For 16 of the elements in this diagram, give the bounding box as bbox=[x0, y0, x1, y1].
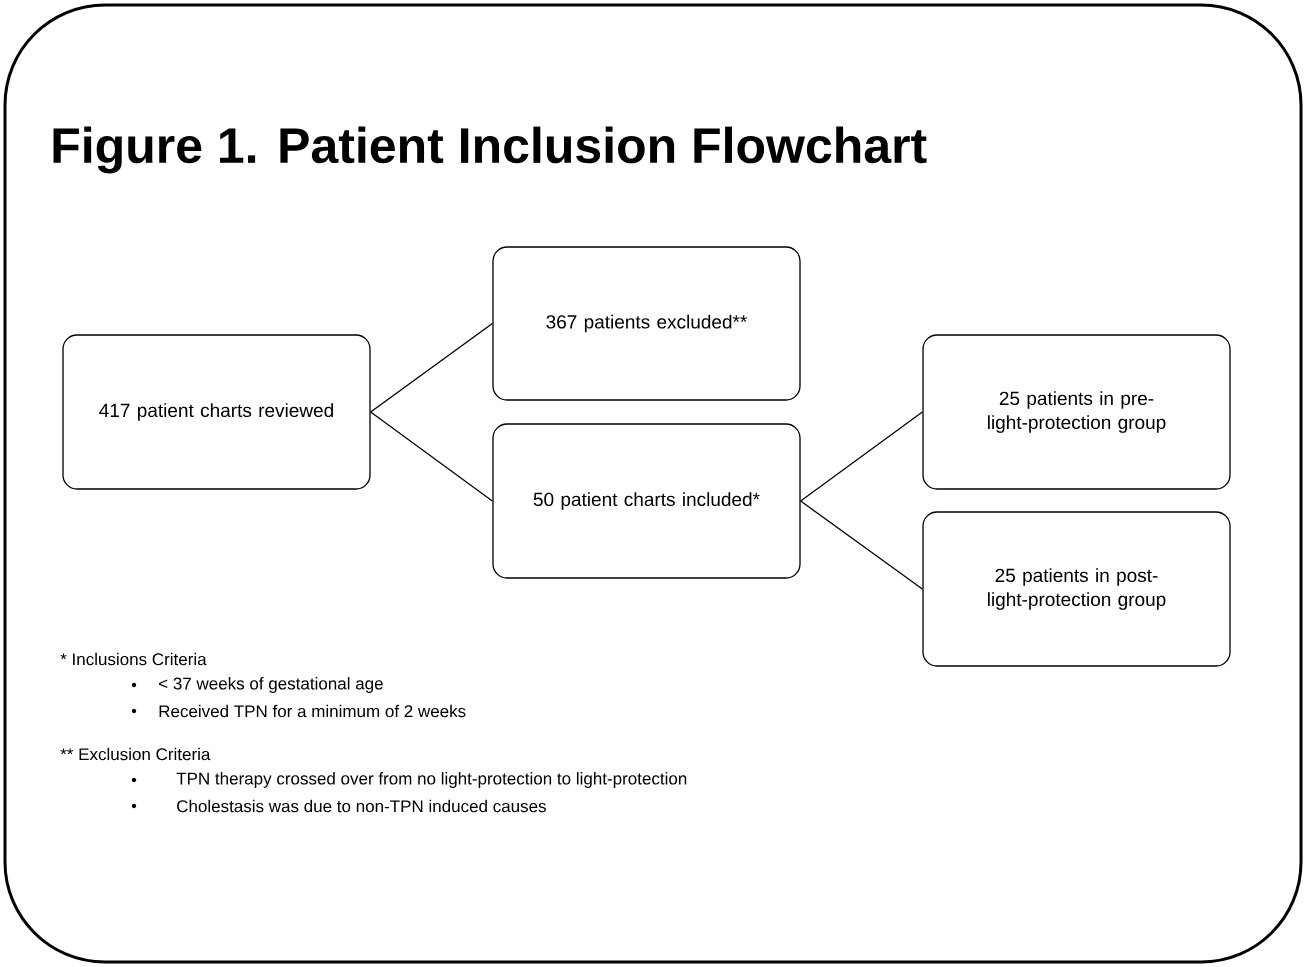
title: Figure 1. Patient Inclusion Flowchart bbox=[53, 126, 927, 174]
note-text: Received TPN for a minimum of 2 weeks bbox=[159, 704, 466, 718]
process-box: 25 patients in pre-light-protection group bbox=[922, 334, 1231, 490]
note-text: ** Exclusion Criteria bbox=[60, 747, 211, 761]
note-text: TPN therapy crossed over from no light-protection to light-protection bbox=[176, 772, 687, 788]
connector-line bbox=[800, 500, 923, 590]
process-box: 50 patient charts included* bbox=[492, 423, 801, 579]
process-box: 367 patients excluded** bbox=[492, 246, 801, 401]
process-box: 25 patients in post-light-protection group bbox=[922, 511, 1231, 667]
process-box: 417 patient charts reviewed bbox=[62, 334, 371, 490]
connector-line bbox=[370, 322, 493, 413]
note-text: Cholestasis was due to non-TPN induced causes bbox=[177, 799, 546, 813]
connector-line bbox=[370, 411, 493, 502]
connector-line bbox=[800, 411, 923, 502]
note-text: < 37 weeks of gestational age bbox=[159, 677, 383, 693]
note-text: * Inclusions Criteria bbox=[60, 652, 207, 666]
